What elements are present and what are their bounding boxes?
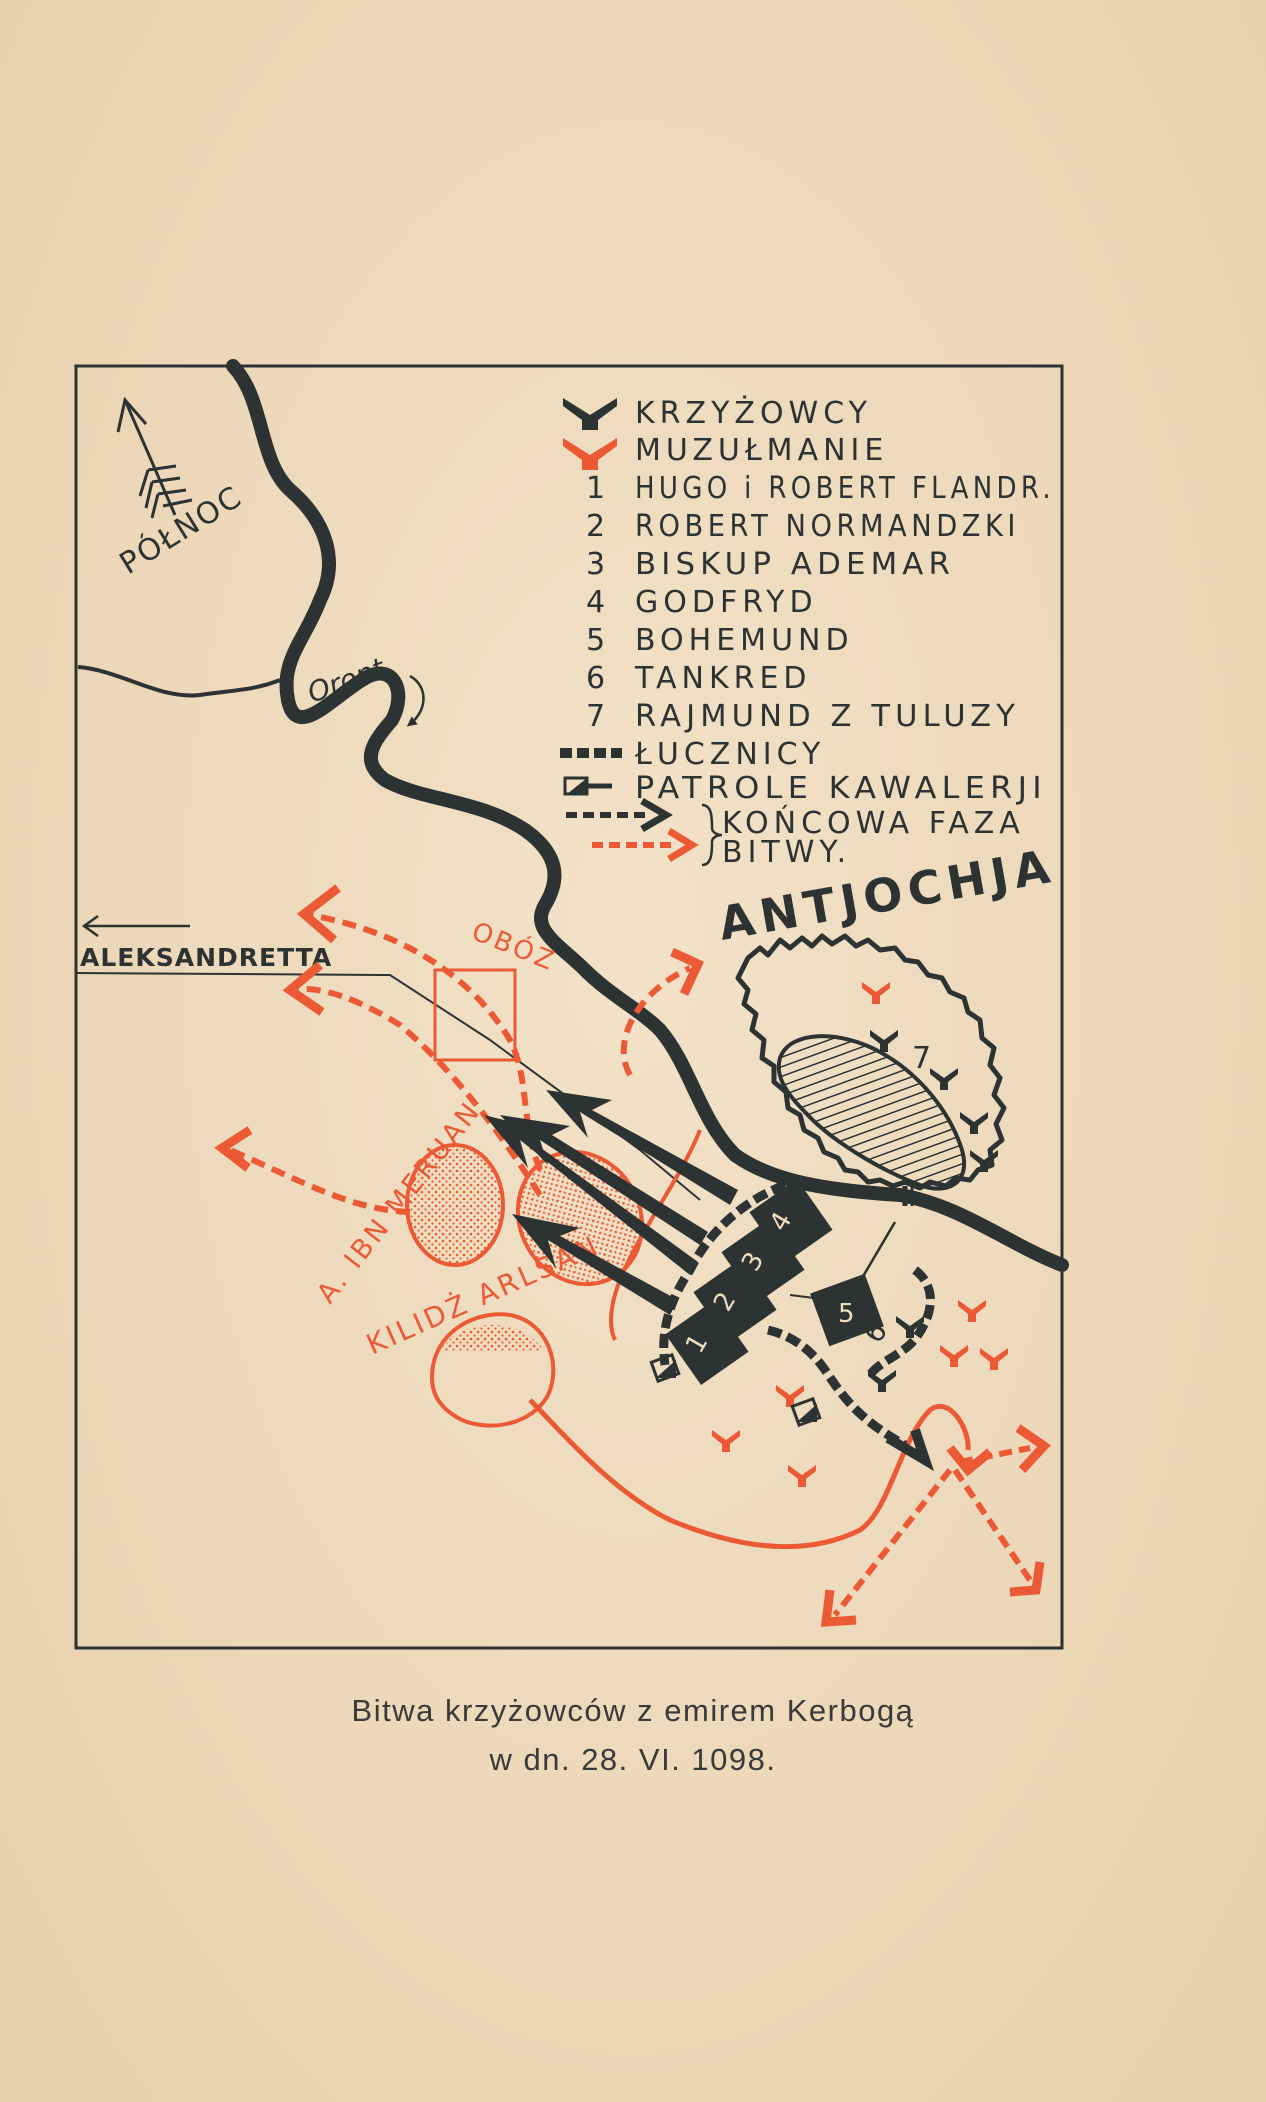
crusader-attack-arrows [484,1090,738,1315]
division-5 [810,1273,884,1347]
road-aleksandretta [75,914,701,1201]
caption-line2: w dn. 28. VI. 1098. [489,1742,777,1777]
ibn-meruan-army [405,1143,505,1267]
cavalry-patrol-symbol-icon [563,776,612,796]
crusader-symbol-icon [563,398,617,430]
legend-final-phase-line2: BITWY. [722,835,851,870]
division-2 [693,1258,777,1344]
leader-number-6: 6 [586,661,610,696]
legend-cavalry: PATROLE KAWALERJI [635,771,1047,806]
final-phase-red-arrows [832,1445,1033,1617]
muslim-garrison-icon [862,982,890,1004]
legend-crusaders: KRZYŻOWCY [635,395,872,431]
leader-name-4: GODFRYD [635,585,818,620]
division-4 [749,1178,833,1264]
leader-number-5: 5 [586,623,610,658]
crusader-divisions [665,1178,884,1386]
raymond-troops [870,1030,998,1172]
muslim-camp [433,968,517,1062]
caption-line1: Bitwa krzyżowców z emirem Kerbogą [351,1693,915,1728]
leader-name-2: ROBERT NORMANDZKI [635,509,1020,544]
tancred-troops [868,1316,924,1392]
leader-name-6: TANKRED [634,661,812,696]
muslim-symbol-icon [563,438,617,470]
citadel-hill [776,1034,966,1191]
archers-lines [659,1180,935,1449]
division-3 [721,1218,805,1304]
leader-name-1: HUGO i ROBERT FLANDR. [635,471,1055,506]
cavalry-patrols [649,1352,822,1428]
leader-name-3: BISKUP ADEMAR [635,547,955,582]
legend: KRZYŻOWCY MUZUŁMANIE 1 HUGO i ROBERT FLA… [560,395,1055,870]
antioch-city [735,933,1007,1206]
legend-archers: ŁUCZNICY [634,737,825,772]
crusader-marching-line [789,1294,831,1301]
final-phase-dark-arrow [885,1428,934,1472]
leader-number-1: 1 [586,471,610,506]
tributary-stream [77,665,281,698]
legend-muslims: MUZUŁMANIE [635,433,888,468]
kilidz-arslan-stipple [440,1324,545,1352]
river-oront [226,359,1069,1272]
kilidz-arslan-route [528,1398,971,1550]
muslim-troop-markers [712,1300,1008,1487]
compass-label: PÓŁNOC [113,478,249,582]
leader-name-5: BOHEMUND [635,623,854,658]
leader-7-marker: 7 [912,1041,931,1076]
river-label-pointer [406,674,425,727]
final-phase-red-heads [820,1424,1051,1627]
division-1 [665,1300,749,1386]
road-label: ALEKSANDRETTA [80,943,332,972]
legend-leaders: 1 HUGO i ROBERT FLANDR. 2 ROBERT NORMAND… [586,471,1055,734]
north-arrow-icon [116,396,193,519]
final-phase-arrows-icon [566,797,723,867]
map-frame [74,364,1064,1650]
river-label: Oront [303,651,390,710]
division-number-5: 5 [838,1299,855,1329]
leader-number-4: 4 [586,585,610,620]
leader-number-3: 3 [586,547,610,582]
leader-name-7: RAJMUND Z TULUZY [635,699,1020,734]
leader-number-7: 7 [586,699,610,734]
bohemund-link [853,1221,897,1291]
leader-number-2: 2 [586,509,610,544]
legend-final-phase-line1: KOŃCOWA FAZA [722,805,1025,841]
muslim-arrow-heads [214,884,704,1172]
